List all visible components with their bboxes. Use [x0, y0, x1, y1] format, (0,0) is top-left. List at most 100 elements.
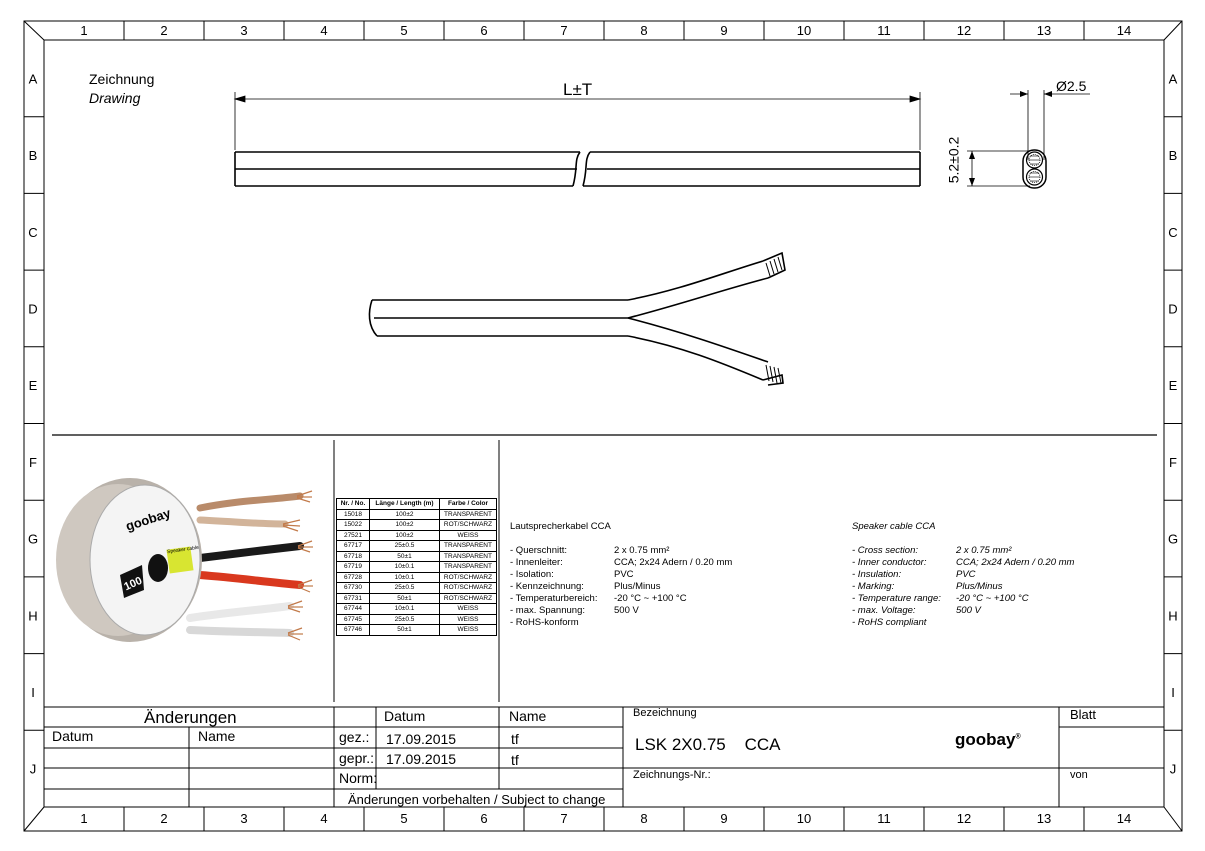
spec-value: PVC: [956, 569, 976, 580]
goobay-logo-mark: ®: [1015, 733, 1021, 741]
part-number-cell: 15018: [336, 508, 370, 520]
grid-label: 12: [957, 811, 971, 826]
color-cell: ROT/SCHWARZ: [439, 582, 497, 594]
color-cell: WEISS: [439, 529, 497, 541]
grid-label: C: [1168, 225, 1177, 240]
spec-label: - RoHS-konform: [510, 617, 579, 628]
changes-date-header: Datum: [52, 728, 94, 744]
part-number-cell: 67728: [336, 571, 370, 583]
spec-label: - Innenleiter:: [510, 557, 563, 568]
color-cell: ROT/SCHWARZ: [439, 571, 497, 583]
color-cell: WEISS: [439, 624, 497, 636]
checked-label: gepr.:: [339, 750, 375, 766]
header-color: Farbe / Color: [439, 498, 497, 510]
of-label: von: [1070, 769, 1088, 781]
spec-en-title: Speaker cable CCA: [852, 521, 936, 532]
checked-date: 17.09.2015: [386, 751, 457, 767]
length-cell: 25±0.5: [369, 540, 440, 552]
length-cell: 25±0.5: [369, 582, 440, 594]
grid-label: 11: [877, 811, 891, 826]
part-number-cell: 67731: [336, 592, 370, 604]
grid-label: 9: [720, 811, 727, 826]
spec-label: - max. Spannung:: [510, 605, 585, 616]
grid-label: H: [1168, 608, 1177, 623]
length-dimension: [233, 92, 922, 150]
part-number-cell: 67745: [336, 613, 370, 625]
grid-label: 12: [957, 23, 971, 38]
grid-label: A: [1169, 71, 1178, 86]
part-number-cell: 67719: [336, 561, 370, 573]
spec-label: - Cross section:: [852, 545, 918, 556]
grid-label: H: [28, 608, 37, 623]
part-number-cell: 67730: [336, 582, 370, 594]
length-cell: 50±1: [369, 592, 440, 604]
spec-label: - Kennzeichnung:: [510, 581, 584, 592]
spec-value: Plus/Minus: [956, 581, 1003, 592]
grid-label: D: [1168, 301, 1177, 316]
checked-name: tf: [511, 752, 519, 768]
changes-title: Änderungen: [144, 708, 237, 727]
grid-label: I: [1171, 685, 1175, 700]
parts-table: Nr. / No. Länge / Length (m) Farbe / Col…: [336, 498, 497, 636]
split-cable-view: [368, 251, 786, 386]
grid-label: A: [29, 71, 38, 86]
grid-label: F: [29, 455, 37, 470]
spec-value: 500 V: [614, 605, 639, 616]
spec-label: - RoHS compliant: [852, 617, 927, 628]
grid-label: 8: [640, 811, 647, 826]
grid-label: 2: [160, 23, 167, 38]
grid-label: 7: [560, 23, 567, 38]
drawn-date: 17.09.2015: [386, 731, 457, 747]
name-header: Name: [509, 708, 547, 724]
height-tolerance-label: 5.2±0.2: [945, 136, 962, 184]
length-cell: 100±2: [369, 529, 440, 541]
goobay-logo-text: goobay: [955, 730, 1016, 749]
grid-label: B: [1169, 148, 1178, 163]
color-cell: TRANSPARENT: [439, 508, 497, 520]
spec-label: - max. Voltage:: [852, 605, 916, 616]
drawn-name: tf: [511, 731, 519, 747]
flat-cable-view: [234, 151, 921, 187]
spec-label: - Temperaturbereich:: [510, 593, 598, 604]
title-block-grid: [44, 706, 1164, 807]
grid-label: E: [1169, 378, 1178, 393]
grid-label: 5: [400, 23, 407, 38]
grid-label: 7: [560, 811, 567, 826]
grid-label: 10: [797, 811, 811, 826]
drawing-label-de: Zeichnung: [89, 71, 155, 87]
grid-label: I: [31, 685, 35, 700]
grid-label: 1: [80, 23, 87, 38]
drawing-label-en: Drawing: [89, 90, 141, 106]
header-length: Länge / Length (m): [369, 498, 440, 510]
spec-value: CCA; 2x24 Adern / 0.20 mm: [956, 557, 1075, 568]
spec-value: -20 °C ~ +100 °C: [614, 593, 687, 604]
header-part-number: Nr. / No.: [336, 498, 370, 510]
color-cell: TRANSPARENT: [439, 550, 497, 562]
grid-label: B: [29, 148, 38, 163]
parts-table-header: Nr. / No. Länge / Length (m) Farbe / Col…: [336, 498, 497, 510]
designation-value: LSK 2X0.75 CCA: [635, 735, 781, 754]
length-cell: 100±2: [369, 508, 440, 520]
part-number-cell: 67744: [336, 603, 370, 615]
grid-label: 3: [240, 811, 247, 826]
length-cell: 100±2: [369, 519, 440, 531]
product-photo: [56, 478, 313, 642]
color-cell: TRANSPARENT: [439, 540, 497, 552]
cross-section-view: [967, 90, 1090, 189]
length-cell: 50±1: [369, 624, 440, 636]
norm-label: Norm:: [339, 770, 378, 786]
grid-label: 10: [797, 23, 811, 38]
spec-value: PVC: [614, 569, 634, 580]
length-cell: 10±0.1: [369, 561, 440, 573]
spec-label: - Insulation:: [852, 569, 902, 580]
